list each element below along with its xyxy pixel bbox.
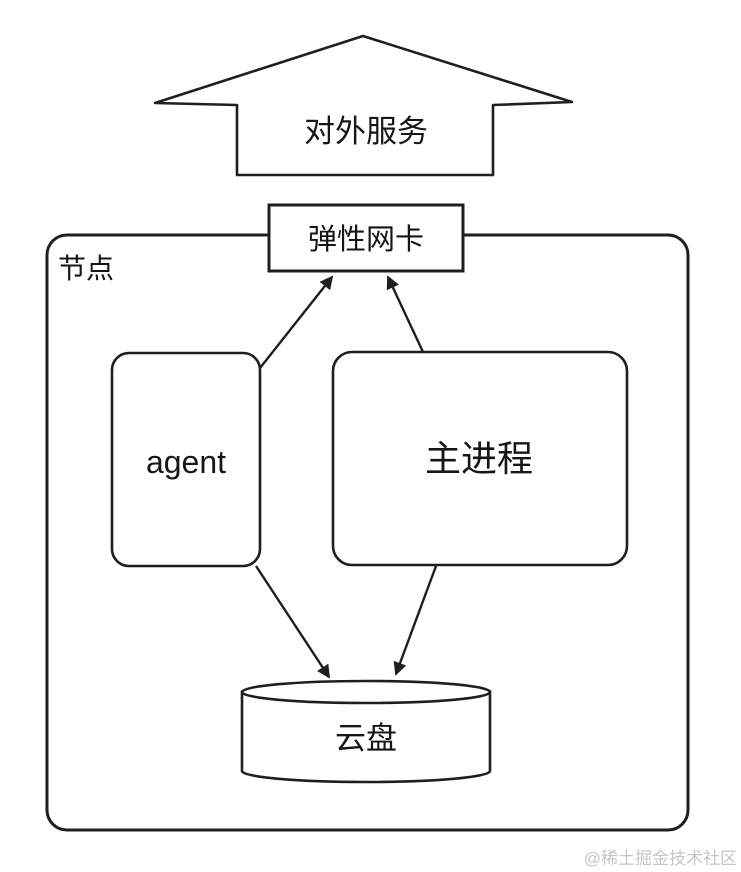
external-service-label: 对外服务 [304,114,428,149]
edge-main-process-to-nic [386,275,425,353]
agent-box [110,351,262,568]
external-service-block-arrow [153,34,574,177]
cloud-disk-cylinder-body [240,690,492,784]
elastic-nic-label: 弹性网卡 [308,223,424,256]
agent-label: agent [146,444,226,480]
elastic-nic-box [267,203,465,273]
watermark: @稀土掘金技术社区 [584,849,737,868]
edge-main-process-to-cloud-disk [393,565,438,676]
main-process-box [331,350,629,567]
edge-agent-to-cloud-disk [254,565,331,679]
cloud-disk-label: 云盘 [335,721,397,756]
main-process-label: 主进程 [425,438,533,479]
cloud-disk-cylinder-top [240,679,492,705]
edge-agent-to-nic [259,275,334,369]
node-container-label: 节点 [58,253,114,284]
